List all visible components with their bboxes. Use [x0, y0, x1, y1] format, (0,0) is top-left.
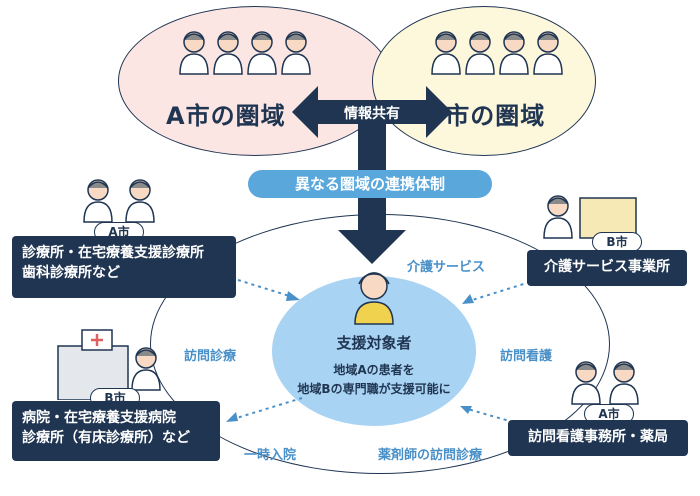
flow-care-service: 介護サービス	[407, 260, 486, 275]
nursing-line-1: 訪問看護事務所・薬局	[528, 429, 668, 445]
nursing-staff-icon	[571, 361, 639, 405]
info-sharing-label: 情報共有	[344, 106, 400, 122]
region-b-ellipse	[372, 6, 596, 156]
clinic-line-2: 歯科診療所など	[22, 265, 120, 281]
hospital-line-1: 病院・在宅療養支援病院	[22, 410, 176, 426]
flow-pharmacist-visit: 薬剤師の訪問診療	[378, 448, 483, 463]
care-box: 介護サービス事業所	[527, 250, 687, 286]
nursing-box: 訪問看護事務所・薬局	[508, 420, 688, 456]
system-banner: 異なる圏域の連携体制	[248, 170, 492, 198]
nursing-city-tag: A市	[584, 404, 634, 424]
clinic-box: 診療所・在宅療養支援診療所 歯科診療所など	[12, 236, 236, 298]
patient-icon	[354, 272, 394, 325]
center-line-1: 地域Aの患者を	[333, 363, 415, 377]
center-circle	[272, 276, 476, 426]
clinic-staff-icon	[83, 179, 155, 223]
flow-home-nursing: 訪問看護	[500, 349, 553, 364]
flow-home-visit-medical: 訪問診療	[184, 349, 237, 364]
care-line-1: 介護サービス事業所	[544, 259, 670, 275]
care-city-tag: B市	[592, 232, 642, 252]
center-line-2: 地域Bの専門職が支援可能に	[297, 382, 451, 396]
clinic-line-1: 診療所・在宅療養支援診療所	[22, 245, 204, 261]
region-a-label: A市の圏域	[166, 102, 286, 130]
center-title: 支援対象者	[336, 334, 412, 352]
region-a-ellipse	[118, 6, 392, 156]
flow-short-admission: 一時入院	[244, 448, 297, 463]
care-ring	[150, 214, 610, 474]
hospital-box: 病院・在宅療養支援病院 診療所（有床診療所）など	[12, 401, 220, 461]
care-facility-icon	[543, 195, 637, 239]
hospital-line-2: 診療所（有床診療所）など	[22, 430, 190, 446]
